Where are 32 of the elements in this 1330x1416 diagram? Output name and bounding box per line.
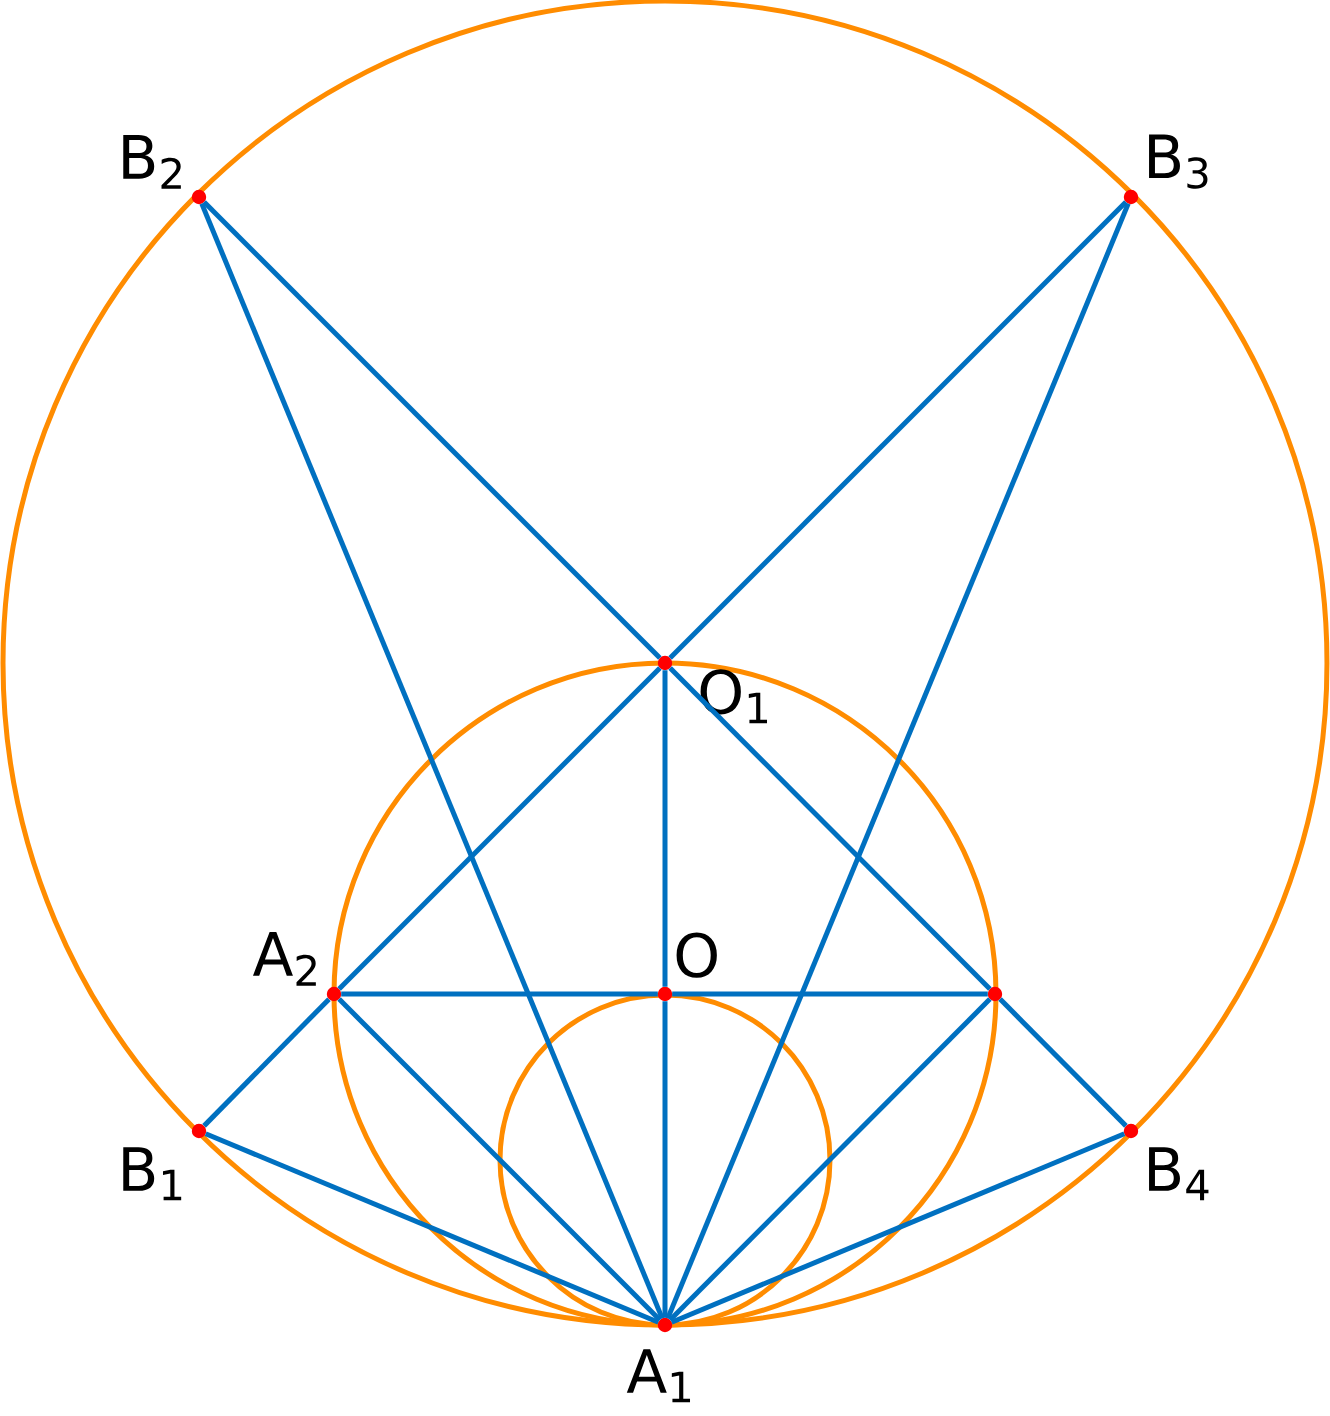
line-segment xyxy=(204,1131,660,1325)
point-label: O xyxy=(676,932,717,978)
point xyxy=(1123,189,1139,205)
point-label: A$_{1}$ xyxy=(626,1349,690,1403)
line-segment xyxy=(668,200,1128,660)
point xyxy=(191,1123,207,1139)
point-label: B$_{3}$ xyxy=(1149,134,1208,189)
line-segment xyxy=(662,1001,668,1318)
line-segment xyxy=(337,997,662,1322)
line-segment xyxy=(668,997,992,1322)
line-segment xyxy=(341,991,658,997)
point xyxy=(1123,1123,1139,1139)
point xyxy=(191,189,207,205)
point-label: B$_{2}$ xyxy=(123,135,181,189)
point xyxy=(657,1317,673,1333)
line-segment xyxy=(337,666,662,991)
line-segment xyxy=(998,997,1128,1128)
line-segment xyxy=(672,991,988,997)
point-label: A$_{2}$ xyxy=(253,932,316,986)
line-segment xyxy=(668,666,992,991)
line-segment xyxy=(202,997,331,1128)
line-segment xyxy=(199,202,665,1320)
point-label: B$_{1}$ xyxy=(123,1147,182,1201)
point-label: B$_{4}$ xyxy=(1149,1147,1209,1201)
point xyxy=(326,986,342,1002)
point xyxy=(657,655,673,671)
line-segment xyxy=(665,202,1131,1320)
line-segment xyxy=(670,1131,1126,1325)
line-segment xyxy=(202,200,662,660)
point xyxy=(987,986,1003,1002)
line-segment xyxy=(662,670,668,987)
point xyxy=(657,986,673,1002)
